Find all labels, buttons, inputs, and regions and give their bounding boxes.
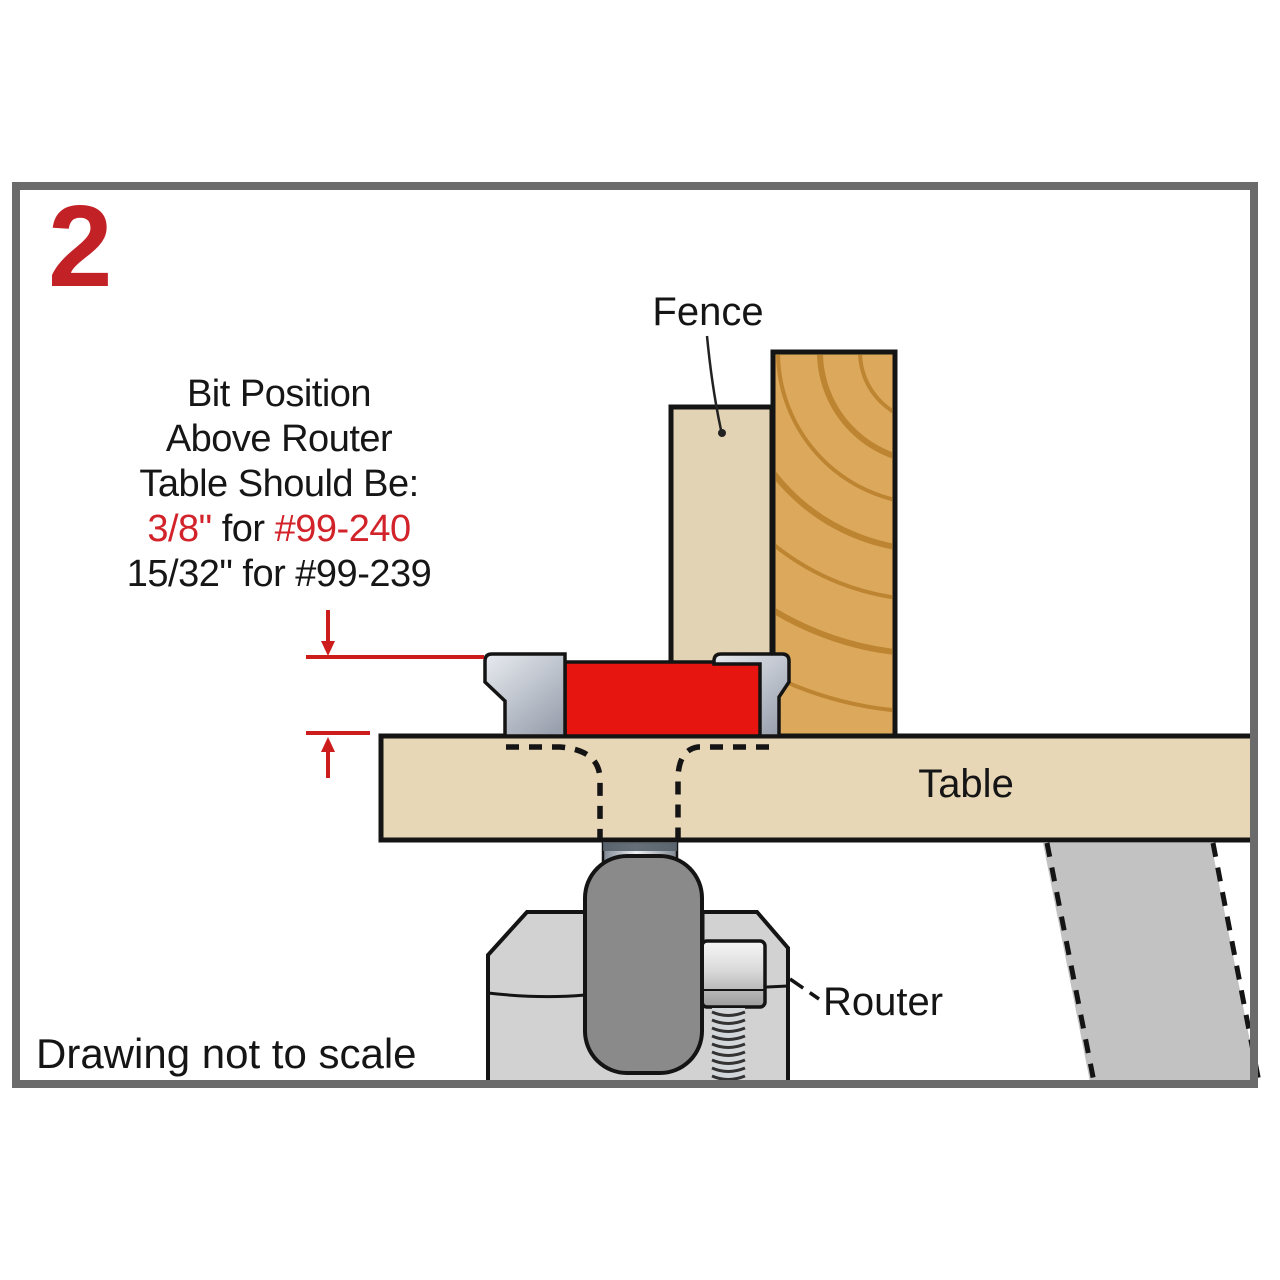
instruction-line-5: 15/32" for #99-239 [126,553,432,595]
scale-note: Drawing not to scale [36,1030,417,1077]
dimension-marks [306,610,484,778]
table-leg [1043,843,1258,1082]
instruction-line-3: Table Should Be: [139,463,419,505]
fence-board [668,404,775,666]
step-number: 2 [48,181,113,311]
bit-tip-left [483,652,567,738]
fence-label: Fence [652,290,764,334]
conjunction-text: for [211,508,275,550]
part-number-99-240: #99-240 [274,508,411,550]
router-leader-line [789,977,820,1001]
bit-cutter-body [563,660,772,738]
bit-hole-dashed-left [506,744,603,838]
clamp-screw-thread [711,1008,746,1084]
router-table-top [378,733,1256,843]
table-label: Table [918,762,1014,806]
router-collet [583,854,704,1075]
bit-height-value-99-240: 3/8" [147,508,212,550]
instruction-line-2: Above Router [165,418,393,460]
fence-leader-dot [718,429,726,437]
router-body-seam-left [487,991,586,999]
instruction-line-4: 3/8" for #99-240 [90,507,468,552]
router-label: Router [823,980,944,1024]
bit-shank-nut [603,842,677,851]
figure-frame [12,182,1258,1088]
bit-hole-dashed-right [675,744,769,838]
clamp-screw-head [700,939,767,1009]
instruction-line-1: Bit Position [186,373,372,415]
instruction-text: Bit Position Above Router Table Should B… [90,372,468,597]
table-leg-edge-left [1044,842,1097,1083]
dim-arrow-down-head [321,641,335,656]
bit-tip-right [712,652,791,738]
dim-arrow-up-head [321,737,335,752]
fence-leader-line [705,335,723,431]
